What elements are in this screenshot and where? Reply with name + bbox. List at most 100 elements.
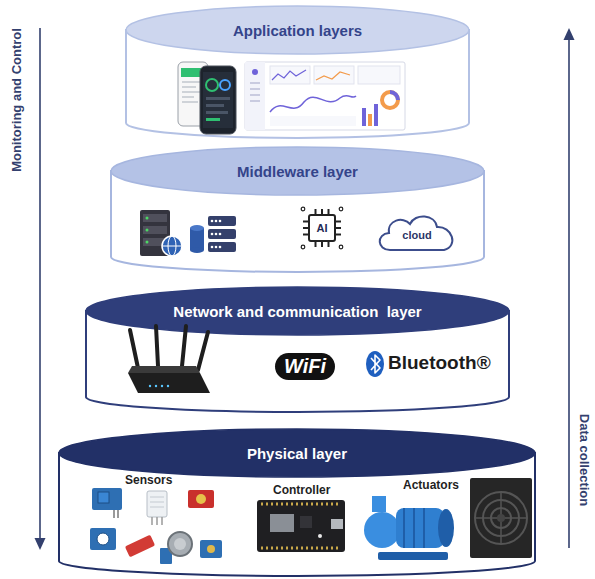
label-slot: Data collection xyxy=(577,414,592,506)
controller-board-part xyxy=(270,514,294,532)
phone-mockups-part xyxy=(200,66,236,134)
fan-actuator-part xyxy=(470,478,532,558)
layer-top xyxy=(86,287,509,335)
physical-layer: Physical layer xyxy=(58,428,536,576)
database-icon-part xyxy=(211,233,214,236)
layer-title: Middleware layer xyxy=(237,146,358,181)
fan-actuator-part xyxy=(475,492,527,544)
flow-arrows-part xyxy=(568,38,570,548)
database-icon-part xyxy=(208,216,236,226)
sensor-modules-part xyxy=(196,494,206,504)
web-server-icon-part xyxy=(146,241,149,244)
part-label: Controller xyxy=(273,483,330,497)
dashboard-mockup-part xyxy=(316,72,350,80)
bluetooth-icon-part xyxy=(366,351,384,377)
database-icon-part xyxy=(219,220,222,223)
router-icon-part xyxy=(149,385,151,387)
label-slot: Bluetooth® xyxy=(388,352,491,374)
flow-arrows-part xyxy=(35,538,46,550)
sensor-modules-part xyxy=(92,488,122,510)
database-icon-part xyxy=(215,220,218,223)
phone-mockups-part xyxy=(206,118,220,121)
database-icon-part xyxy=(215,233,218,236)
sensor-modules-part xyxy=(188,490,214,508)
database-icon-part xyxy=(190,228,204,250)
controller-board-part xyxy=(257,500,345,552)
sensor-modules-part xyxy=(207,545,215,553)
sensor-modules-part xyxy=(117,510,119,518)
sensor-modules-part xyxy=(200,540,222,558)
sensor-modules-part xyxy=(113,510,115,518)
dashboard-mockup-part xyxy=(374,104,378,126)
database-icon-part xyxy=(219,233,222,236)
router-icon-part xyxy=(128,366,200,373)
dashboard-mockup-part xyxy=(382,92,398,108)
controller-board-part xyxy=(261,547,341,550)
web-server-icon-part xyxy=(143,226,167,234)
dashboard-mockup-part xyxy=(270,96,356,112)
phone-mockups-part xyxy=(206,104,224,107)
dashboard-mockup xyxy=(245,62,405,130)
side-label: Data collection xyxy=(577,414,592,506)
bluetooth-icon xyxy=(366,351,384,377)
sensor-modules-part xyxy=(168,532,192,556)
sensor-modules-part xyxy=(150,507,164,508)
pump-actuator-part xyxy=(413,508,415,548)
web-server-icon-part xyxy=(162,236,182,256)
web-server-icon-part xyxy=(143,214,167,222)
pump-actuator-part xyxy=(423,508,425,548)
dashboard-mockup-part xyxy=(362,108,366,126)
dashboard-mockup-part xyxy=(250,100,260,102)
controller-board-part xyxy=(331,519,343,529)
ai-chip: AI xyxy=(300,206,344,250)
bluetooth-icon-part xyxy=(371,355,380,373)
dashboard-mockup-part xyxy=(245,62,405,130)
sensor-modules-part xyxy=(150,497,164,498)
phone-mockups-part xyxy=(220,80,230,90)
layer-top xyxy=(59,429,535,477)
sensor-modules-part xyxy=(174,538,186,550)
router-icon-part xyxy=(128,373,210,393)
router-icon-part xyxy=(156,326,158,366)
dashboard-mockup-part xyxy=(390,92,398,100)
dashboard-mockup-part xyxy=(270,116,356,126)
router-icon-part xyxy=(155,385,157,387)
sensor-modules-part xyxy=(151,517,153,525)
pump-actuator-part xyxy=(372,496,386,512)
network-layer: Network and communication layer xyxy=(85,286,510,412)
phone-mockups-part xyxy=(182,101,198,103)
fan-actuator-part xyxy=(497,514,505,522)
sensor-modules-part xyxy=(156,517,158,525)
database-icon-part xyxy=(215,246,218,249)
phone-mockups-part xyxy=(182,86,196,88)
database-icon-part xyxy=(208,229,236,239)
database-icon-part xyxy=(190,225,204,231)
layer-title: Application layers xyxy=(233,5,362,40)
bluetooth-logo: Bluetooth® xyxy=(388,352,491,374)
pump-actuator-part xyxy=(378,552,448,560)
router-icon-part xyxy=(161,385,163,387)
sensor-modules-part xyxy=(150,502,164,503)
sensor-modules-part xyxy=(97,533,109,545)
controller-board-part xyxy=(261,503,341,506)
label-slot: Controller xyxy=(273,483,330,497)
pump-actuator-part xyxy=(438,509,454,547)
dashboard-mockup-part xyxy=(252,69,258,75)
layer-top xyxy=(111,147,484,195)
phone-mockups-part xyxy=(182,96,194,98)
sensor-modules-part xyxy=(161,517,163,525)
web-server-icon-part xyxy=(146,217,149,220)
phone-mockups-part xyxy=(182,91,200,93)
phone-mockups-part xyxy=(206,111,228,114)
router-icon-part xyxy=(167,385,169,387)
flow-arrows-part xyxy=(564,28,575,40)
dashboard-mockup-part xyxy=(358,66,400,84)
database-icon-part xyxy=(219,246,222,249)
cloud-icon: cloud xyxy=(372,208,462,256)
controller-board xyxy=(257,500,345,552)
label-slot: Actuators xyxy=(403,478,459,492)
database-icon-part xyxy=(208,242,236,252)
layer-title: Network and communication layer xyxy=(173,286,421,321)
phone-mockups-part xyxy=(206,79,218,91)
